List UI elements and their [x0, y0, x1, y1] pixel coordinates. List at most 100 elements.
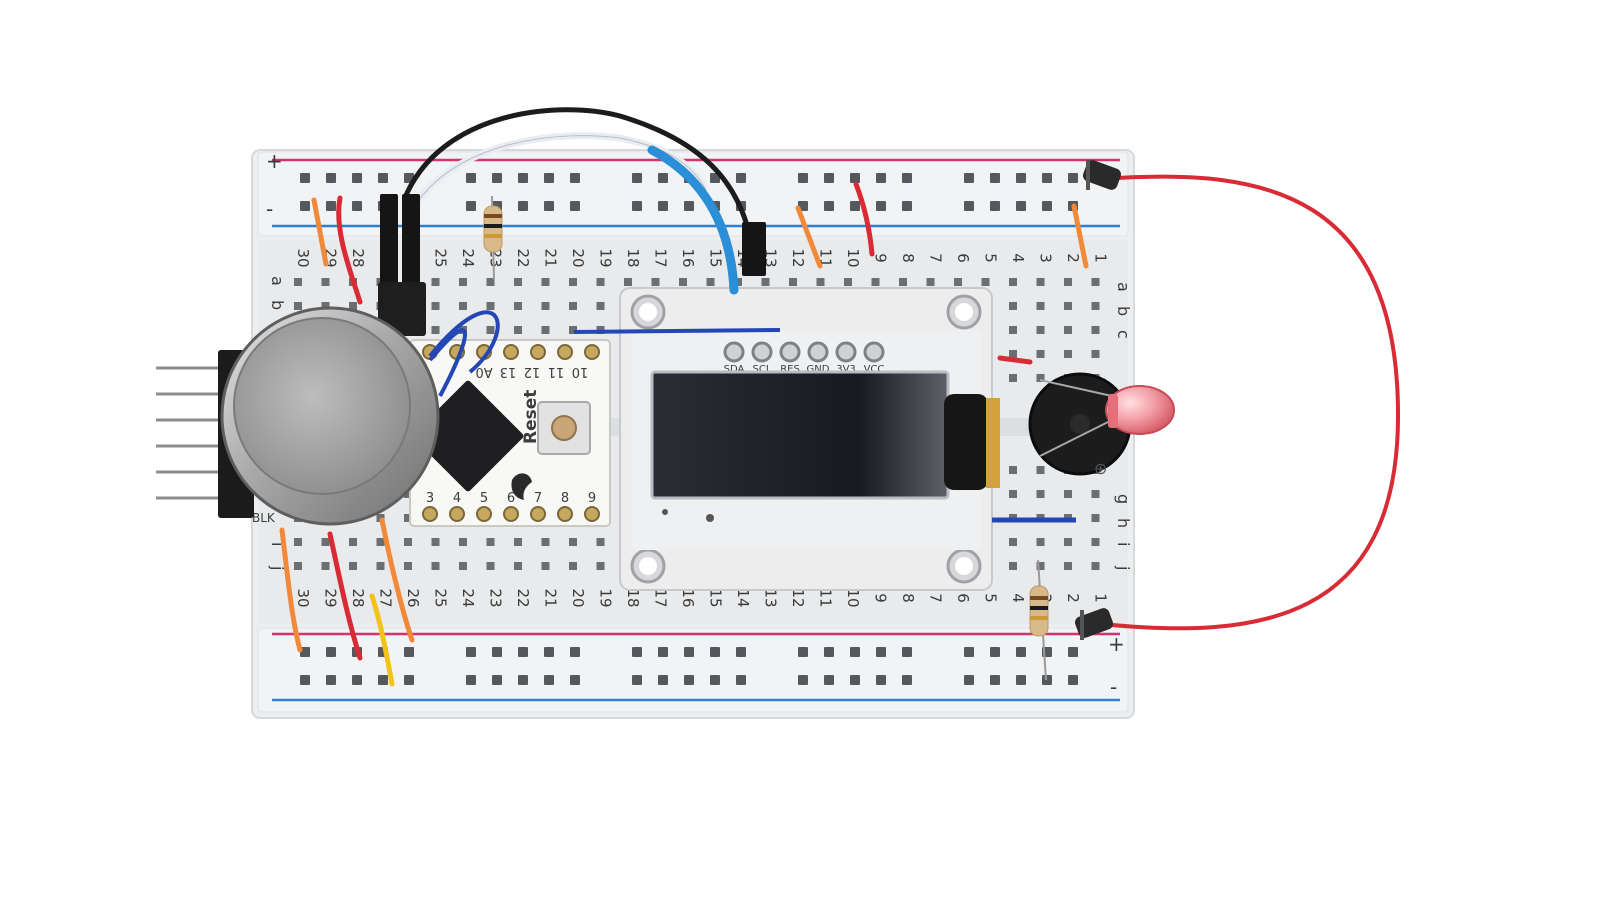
- oled-flex-cable: [944, 394, 988, 490]
- terminal-hole: [486, 562, 495, 570]
- rail-hole: [824, 201, 834, 211]
- column-number: 3: [1037, 253, 1055, 263]
- terminal-hole: [596, 278, 605, 286]
- column-number: 21: [542, 248, 560, 267]
- terminal-hole: [1064, 302, 1072, 310]
- terminal-hole: [294, 562, 302, 570]
- row-letter: b: [268, 300, 287, 310]
- terminal-hole: [1091, 562, 1100, 570]
- rail-hole: [902, 647, 912, 657]
- oled-pin-label: VCC: [864, 364, 885, 375]
- terminal-hole: [541, 278, 550, 286]
- rail-hole: [736, 675, 746, 685]
- column-number: 26: [404, 588, 422, 607]
- rail-hole: [658, 675, 668, 685]
- oled-pin: [779, 341, 801, 363]
- terminal-hole: [404, 514, 412, 522]
- mcu-pin-label: 11: [548, 364, 565, 379]
- rail-hole: [990, 675, 1000, 685]
- reset-button-cap: [551, 415, 577, 441]
- mcu-pad: [503, 506, 519, 522]
- oled-pin: [835, 341, 857, 363]
- column-numbers-top: 3029282726252423222120191817161514131211…: [294, 248, 1110, 267]
- rail-hole: [570, 675, 580, 685]
- terminal-hole: [1091, 278, 1100, 286]
- terminal-hole: [1009, 490, 1017, 498]
- rail-hole: [902, 675, 912, 685]
- oled-pin-label: SCL: [753, 364, 772, 375]
- column-number: 27: [377, 588, 395, 607]
- terminal-hole: [569, 326, 577, 334]
- terminal-hole: [376, 562, 385, 570]
- terminal-hole: [624, 278, 632, 286]
- rail-hole: [876, 173, 886, 183]
- dupont-housing: [378, 282, 426, 336]
- mcu-pin-label: 5: [480, 491, 488, 506]
- mcu-pin-label: 4: [453, 491, 461, 506]
- rail-hole: [518, 675, 528, 685]
- rail-hole: [964, 173, 974, 183]
- column-number: 15: [707, 248, 725, 267]
- row-letter: h: [1114, 518, 1133, 528]
- column-number: 6: [954, 253, 972, 263]
- column-number: 22: [514, 588, 532, 607]
- terminal-hole: [1091, 326, 1100, 334]
- rail-hole: [326, 675, 336, 685]
- column-number: 19: [597, 248, 615, 267]
- rail-hole: [352, 173, 362, 183]
- terminal-hole: [1009, 562, 1017, 570]
- bottom-wires: [279, 355, 1033, 687]
- black-wire: [401, 107, 755, 247]
- rail-hole: [632, 675, 642, 685]
- oled-header-pins: [723, 341, 885, 363]
- short-jumpers-top: [311, 181, 1089, 305]
- rail-hole: [326, 647, 336, 657]
- column-number: 20: [569, 588, 587, 607]
- mcu-pad: [476, 506, 492, 522]
- yellow-wire: [369, 593, 395, 687]
- column-number: 25: [432, 588, 450, 607]
- red-wire: [327, 531, 363, 661]
- rail-hole: [544, 201, 554, 211]
- rail-hole: [404, 647, 414, 657]
- terminal-hole: [1036, 538, 1045, 546]
- blue-sleeve-wire: [647, 145, 739, 295]
- terminal-hole: [294, 278, 302, 286]
- mcu-pin-label: 3: [426, 491, 434, 506]
- rail-hole: [990, 173, 1000, 183]
- mcu-pin-label: 8: [561, 491, 569, 506]
- rail-hole: [352, 675, 362, 685]
- terminal-hole: [569, 538, 577, 546]
- terminal-hole: [899, 278, 907, 286]
- rail-hole: [850, 647, 860, 657]
- terminal-hole: [431, 538, 440, 546]
- rail-hole: [544, 173, 554, 183]
- terminal-hole: [706, 278, 715, 286]
- oled-pin: [751, 341, 773, 363]
- terminal-hole: [1064, 490, 1072, 498]
- resistor-bottom: [1029, 559, 1049, 681]
- terminal-hole: [926, 278, 935, 286]
- blue-wire: [573, 328, 781, 334]
- rail-hole: [710, 675, 720, 685]
- rail-hole: [876, 647, 886, 657]
- terminal-hole: [596, 538, 605, 546]
- rail-hole: [466, 647, 476, 657]
- rail-hole: [876, 675, 886, 685]
- mcu-pin-label: 12: [524, 364, 541, 379]
- rail-hole: [466, 201, 476, 211]
- terminal-hole: [954, 278, 962, 286]
- sensor-mesh: [233, 317, 411, 495]
- column-number: 2: [1064, 253, 1082, 263]
- rail-hole: [658, 647, 668, 657]
- rail-hole: [964, 675, 974, 685]
- rail-hole: [1068, 675, 1078, 685]
- terminal-hole: [294, 538, 302, 546]
- terminal-hole: [844, 278, 852, 286]
- terminal-hole: [459, 302, 467, 310]
- column-number: 1: [1092, 253, 1110, 263]
- orange-jumper: [1071, 203, 1089, 269]
- terminal-hole: [459, 562, 467, 570]
